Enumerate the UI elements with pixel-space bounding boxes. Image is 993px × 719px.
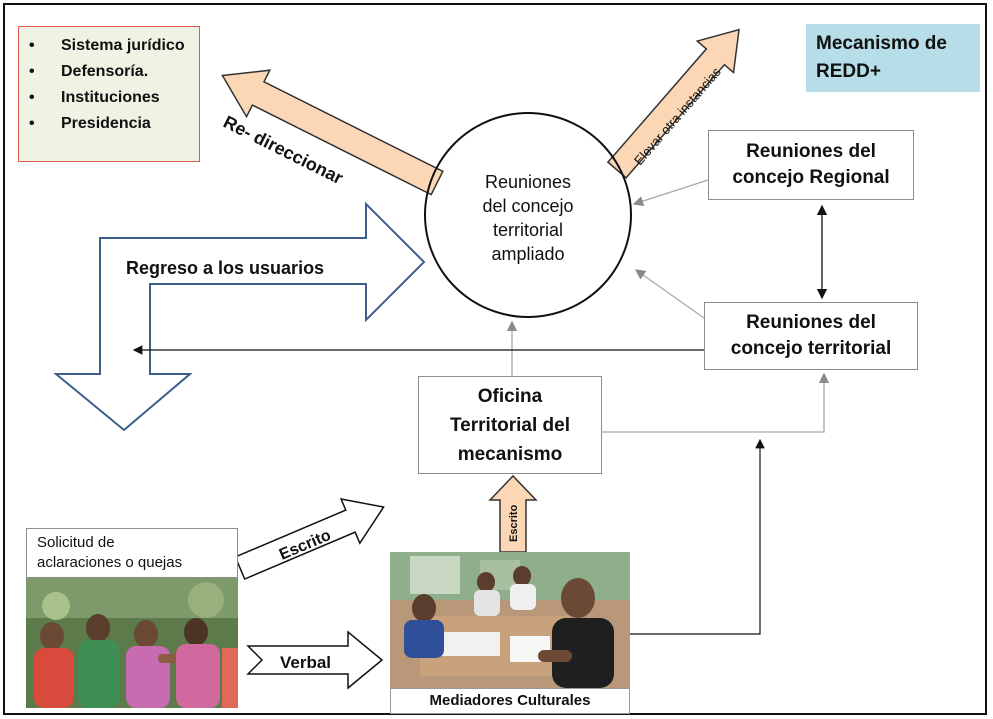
office-to-territorial-connector (602, 372, 830, 433)
redd-mechanism-box: Mecanismo de REDD+ (806, 24, 980, 92)
mediators-to-territorial-connector (630, 438, 765, 635)
office-line-2: Territorial del (449, 414, 570, 436)
request-line-2: aclaraciones o quejas (37, 554, 183, 571)
office-line-3: mecanismo (457, 443, 563, 465)
office-line-1: Oficina (477, 385, 543, 407)
written-arrow (234, 498, 385, 581)
cultural-mediators-photo (390, 552, 630, 688)
elevate-arrow (606, 28, 740, 179)
regional-line-2: concejo Regional (732, 167, 890, 188)
legal-item: Instituciones (29, 85, 199, 111)
territorial-office-box: Oficina Territorial del mecanismo (418, 376, 602, 474)
legal-item: Defensoría. (29, 59, 199, 85)
regional-line-1: Reuniones del (746, 141, 876, 162)
legal-options-box: Sistema jurídico Defensoría. Institucion… (18, 26, 200, 162)
written-vertical-arrow-label: Escrito (508, 504, 520, 542)
legal-item: Presidencia (29, 111, 199, 137)
written-vertical-arrow (488, 474, 538, 553)
return-users-label: Regreso a los usuarios (126, 258, 325, 278)
circle-line-3: territorial (492, 220, 563, 240)
regional-council-box: Reuniones del concejo Regional (708, 130, 914, 200)
redd-line-2: REDD+ (816, 61, 881, 82)
legal-options-list: Sistema jurídico Defensoría. Institucion… (19, 33, 199, 137)
request-line-1: Solicitud de (37, 534, 115, 551)
return-users-arrow (53, 201, 426, 432)
circle-line-4: ampliado (491, 244, 565, 264)
territorial-to-circle-connector (634, 269, 705, 319)
territorial-council-box: Reuniones del concejo territorial (704, 302, 918, 370)
circle-line-2: del concejo (482, 196, 574, 216)
circle-line-1: Reuniones (484, 172, 572, 192)
community-women-photo (26, 578, 238, 708)
redirect-arrow (221, 69, 444, 196)
verbal-arrow (246, 630, 384, 690)
territorial-line-2: concejo territorial (730, 338, 892, 359)
extended-territorial-council-circle: Reuniones del concejo territorial amplia… (424, 112, 632, 318)
verbal-arrow-label: Verbal (280, 653, 331, 672)
territorial-line-1: Reuniones del (746, 312, 876, 333)
request-box: Solicitud de aclaraciones o quejas (26, 528, 238, 578)
cultural-mediators-caption: Mediadores Culturales (390, 688, 630, 714)
regional-to-circle-connector (632, 179, 709, 207)
legal-item: Sistema jurídico (29, 33, 199, 59)
diagram-frame (3, 3, 987, 715)
redd-line-1: Mecanismo de (816, 33, 947, 54)
